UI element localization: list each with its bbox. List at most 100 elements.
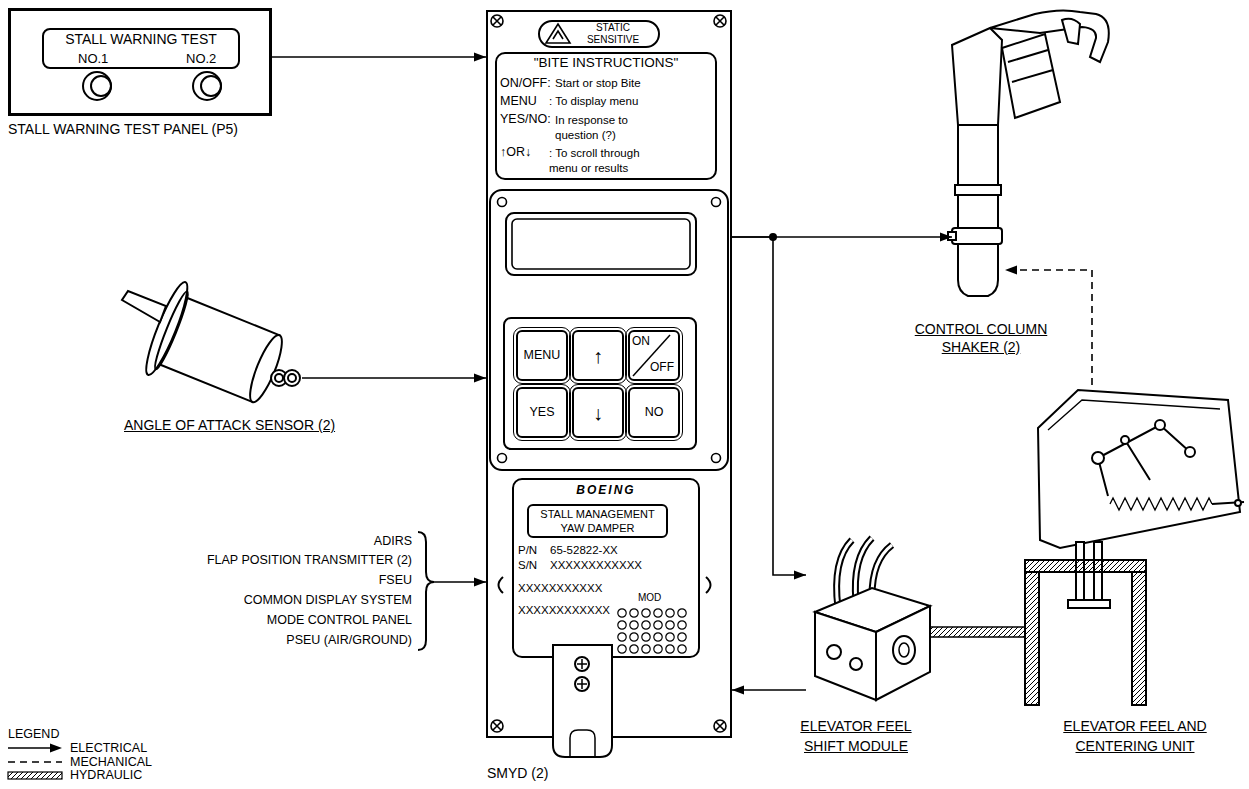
screw <box>714 720 726 732</box>
connector-line <box>302 377 486 379</box>
switch-ring <box>83 72 111 100</box>
side-notch <box>499 577 504 593</box>
key-label: NO <box>630 389 678 436</box>
key-description: : To display menu <box>549 95 638 109</box>
keypad-key: ↓ <box>572 387 624 438</box>
aoa-sensor-drawing <box>122 279 300 419</box>
panel-title: STALL WARNING TEST <box>44 31 238 48</box>
electrical-wire <box>732 237 806 580</box>
arrowhead <box>474 53 486 62</box>
piston-head <box>1068 600 1110 608</box>
switch-label: NO.1 <box>78 51 108 67</box>
screw-cross <box>493 17 501 25</box>
mounting-tab <box>553 645 612 757</box>
test-panel: STALL WARNING TEST PANEL (P5)STALL WARNI… <box>8 8 272 116</box>
shaker-motor-detail <box>1008 50 1053 82</box>
keypad-key: MENU <box>516 330 568 381</box>
keypad-key: NO <box>628 387 680 438</box>
arrowhead <box>940 233 952 242</box>
screw-cross <box>716 17 724 25</box>
keypad-panel <box>490 190 728 470</box>
control-wheel-horn <box>990 10 1109 62</box>
key-label: ↑ <box>574 332 622 379</box>
source-name: ADIRS <box>40 534 412 549</box>
key-description: Start or stop Bite <box>555 77 641 91</box>
control-wheel-grip <box>1062 19 1080 44</box>
keypad-key: YES <box>516 387 568 438</box>
feel-shift-module-part: ELEVATOR FEEL SHIFT MODULE <box>806 535 930 700</box>
crank-pivot <box>1092 452 1104 464</box>
module-fitting <box>827 645 841 659</box>
aoa-connector-pin <box>275 374 283 382</box>
part-number: 65-52822-XX <box>550 544 618 558</box>
static-symbol-mark <box>553 31 563 39</box>
panel-screw <box>712 198 721 207</box>
electrical-wire <box>434 578 486 587</box>
aoa-vane <box>122 291 166 322</box>
aoa-connector <box>284 370 300 386</box>
legend-samples <box>8 744 62 780</box>
part-label: ELEVATOR FEEL SHIFT MODULE <box>786 716 926 756</box>
connector-pin-grid <box>616 607 688 655</box>
keypad-key: ONOFF <box>628 330 680 381</box>
arrowhead <box>732 686 744 695</box>
hydraulic-line <box>930 627 1025 637</box>
screw <box>491 720 503 732</box>
tab-plate <box>553 645 612 757</box>
display-glass <box>512 219 690 269</box>
connector-line <box>732 237 806 575</box>
key-label: MENU <box>518 332 566 379</box>
feel-centering-unit-part: ELEVATOR FEEL AND CENTERING UNIT <box>1025 385 1245 705</box>
part-label: ELEVATOR FEEL AND CENTERING UNIT <box>1030 716 1240 756</box>
part-label: CONTROL COLUMN SHAKER (2) <box>906 320 1056 356</box>
part-label: ANGLE OF ATTACK SENSOR (2) <box>124 417 335 434</box>
source-name: COMMON DISPLAY SYSTEM <box>40 593 412 608</box>
brace-bracket <box>418 532 434 650</box>
aoa-flange <box>140 279 194 378</box>
legend-text: MECHANICAL <box>70 755 152 769</box>
field-name: P/N <box>518 544 537 558</box>
column-shaft <box>958 125 998 296</box>
aoa-body-group <box>140 279 293 419</box>
crank-pivot <box>1185 447 1195 457</box>
hydraulic-pipe <box>1132 572 1146 705</box>
electrical-wire <box>272 53 486 62</box>
tab-screw-slot <box>577 659 587 669</box>
module-side <box>876 606 930 700</box>
legend-hydraulic-sample <box>8 772 62 779</box>
crank-linkage <box>1098 425 1190 496</box>
switch-ring <box>193 72 221 100</box>
field-name: S/N <box>518 559 537 573</box>
shaker-motor <box>1002 34 1060 118</box>
nameplate-code: XXXXXXXXXXXX <box>518 604 610 618</box>
screw <box>714 15 726 27</box>
arrowhead <box>474 578 486 587</box>
legend-mechanical-sample <box>8 761 62 763</box>
shaker-clamp <box>952 228 1002 244</box>
panel-screw <box>498 198 507 207</box>
key-description: In response to question (?) <box>555 113 650 143</box>
feel-centering-unit-drawing <box>1025 390 1244 705</box>
smyd-hardware <box>490 15 728 732</box>
keypad-outline <box>504 318 696 449</box>
static-symbol <box>546 24 570 43</box>
aoa-end-cap <box>244 332 288 406</box>
panel-screw <box>712 454 721 463</box>
arrowhead <box>474 374 486 383</box>
input-source-group: ADIRSFLAP POSITION TRANSMITTER (2)FSEUCO… <box>40 515 434 649</box>
connector-line <box>272 56 486 58</box>
screw <box>491 15 503 27</box>
switch-label: NO.2 <box>186 51 216 67</box>
bite-instructions: "BITE INSTRUCTIONS"ON/OFF:Start or stop … <box>495 52 717 180</box>
centering-spring <box>1110 498 1212 510</box>
mod-label: MOD <box>638 592 661 604</box>
panel-screw <box>498 454 507 463</box>
column-ring <box>955 185 1001 195</box>
electrical-wire <box>732 686 806 695</box>
smyd-unit: SMYD (2)STATIC SENSITIVE"BITE INSTRUCTIO… <box>486 10 732 738</box>
column-shaker-drawing <box>948 10 1109 296</box>
arrowhead <box>794 571 806 580</box>
screw-cross <box>493 722 501 730</box>
source-name: FSEU <box>40 573 412 588</box>
